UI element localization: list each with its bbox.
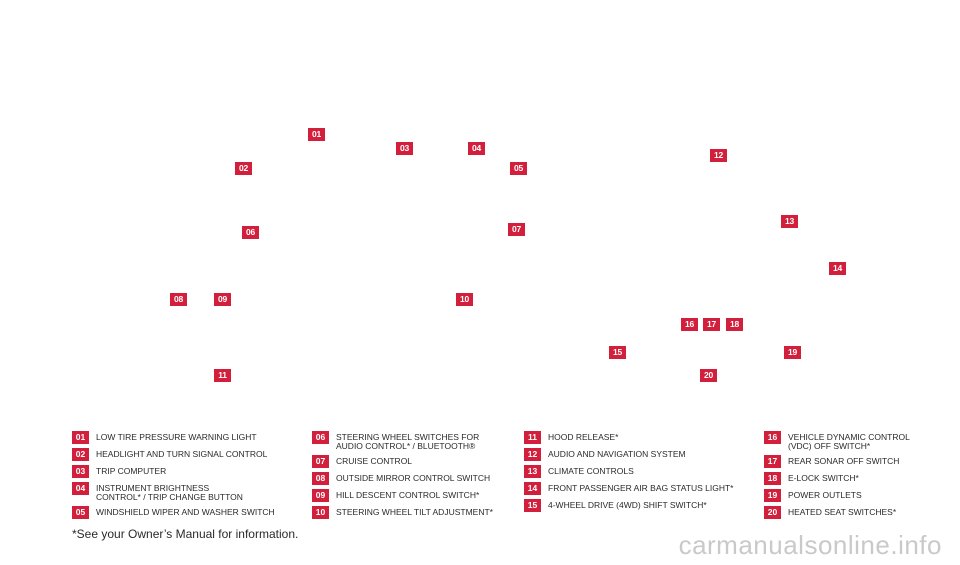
- legend-item: 11 HOOD RELEASE*: [524, 431, 733, 444]
- legend-text: INSTRUMENT BRIGHTNESS CONTROL* / TRIP CH…: [96, 483, 243, 502]
- legend-column-2: 06 STEERING WHEEL SWITCHES FOR AUDIO CONT…: [312, 431, 496, 523]
- legend-item: 19 POWER OUTLETS: [764, 489, 928, 502]
- legend-text: STEERING WHEEL TILT ADJUSTMENT*: [336, 507, 493, 517]
- legend-number: 01: [72, 431, 89, 444]
- legend-item: 07 CRUISE CONTROL: [312, 455, 496, 468]
- callout-05: 05: [510, 162, 527, 175]
- legend-item: 13 CLIMATE CONTROLS: [524, 465, 733, 478]
- legend-item: 08 OUTSIDE MIRROR CONTROL SWITCH: [312, 472, 496, 485]
- callout-20: 20: [700, 369, 717, 382]
- callout-16: 16: [681, 318, 698, 331]
- legend-number: 04: [72, 482, 89, 495]
- legend-number: 06: [312, 431, 329, 444]
- legend-item: 04 INSTRUMENT BRIGHTNESS CONTROL* / TRIP …: [72, 482, 275, 502]
- callout-19: 19: [784, 346, 801, 359]
- legend-text: AUDIO AND NAVIGATION SYSTEM: [548, 449, 686, 459]
- callout-09: 09: [214, 293, 231, 306]
- legend-number: 17: [764, 455, 781, 468]
- legend-number: 18: [764, 472, 781, 485]
- legend-text: HEATED SEAT SWITCHES*: [788, 507, 897, 517]
- legend-number: 16: [764, 431, 781, 444]
- legend-item: 16 VEHICLE DYNAMIC CONTROL (VDC) OFF SWIT…: [764, 431, 928, 451]
- legend-number: 05: [72, 506, 89, 519]
- callout-02: 02: [235, 162, 252, 175]
- callout-11: 11: [214, 369, 231, 382]
- legend-item: 02 HEADLIGHT AND TURN SIGNAL CONTROL: [72, 448, 275, 461]
- callout-08: 08: [170, 293, 187, 306]
- legend-number: 09: [312, 489, 329, 502]
- callout-15: 15: [609, 346, 626, 359]
- callout-06: 06: [242, 226, 259, 239]
- legend-text: VEHICLE DYNAMIC CONTROL (VDC) OFF SWITCH…: [788, 432, 910, 451]
- legend-column-1: 01 LOW TIRE PRESSURE WARNING LIGHT 02 HEAD…: [72, 431, 275, 523]
- callout-04: 04: [468, 142, 485, 155]
- legend-column-3: 11 HOOD RELEASE* 12 AUDIO AND NAVIGATION S…: [524, 431, 733, 516]
- legend-item: 17 REAR SONAR OFF SWITCH: [764, 455, 928, 468]
- legend-text: 4-WHEEL DRIVE (4WD) SHIFT SWITCH*: [548, 500, 707, 510]
- watermark: carmanualsonline.info: [678, 530, 942, 560]
- callout-12: 12: [710, 149, 727, 162]
- legend-text: FRONT PASSENGER AIR BAG STATUS LIGHT*: [548, 483, 734, 493]
- legend-number: 15: [524, 499, 541, 512]
- legend-item: 15 4-WHEEL DRIVE (4WD) SHIFT SWITCH*: [524, 499, 733, 512]
- legend-text: REAR SONAR OFF SWITCH: [788, 456, 900, 466]
- callout-07: 07: [508, 223, 525, 236]
- legend-number: 11: [524, 431, 541, 444]
- legend-number: 02: [72, 448, 89, 461]
- callout-01: 01: [308, 128, 325, 141]
- callout-13: 13: [781, 215, 798, 228]
- legend-number: 13: [524, 465, 541, 478]
- legend-text: CLIMATE CONTROLS: [548, 466, 634, 476]
- legend-number: 14: [524, 482, 541, 495]
- legend-text: OUTSIDE MIRROR CONTROL SWITCH: [336, 473, 491, 483]
- legend-text: E-LOCK SWITCH*: [788, 473, 859, 483]
- legend-text: STEERING WHEEL SWITCHES FOR AUDIO CONTRO…: [336, 432, 480, 451]
- callout-18: 18: [726, 318, 743, 331]
- legend-number: 20: [764, 506, 781, 519]
- legend-item: 18 E-LOCK SWITCH*: [764, 472, 928, 485]
- legend-item: 03 TRIP COMPUTER: [72, 465, 275, 478]
- legend-column-4: 16 VEHICLE DYNAMIC CONTROL (VDC) OFF SWIT…: [764, 431, 928, 523]
- legend-text: POWER OUTLETS: [788, 490, 862, 500]
- legend-item: 12 AUDIO AND NAVIGATION SYSTEM: [524, 448, 733, 461]
- legend-item: 10 STEERING WHEEL TILT ADJUSTMENT*: [312, 506, 496, 519]
- legend-item: 14 FRONT PASSENGER AIR BAG STATUS LIGHT*: [524, 482, 733, 495]
- legend-number: 19: [764, 489, 781, 502]
- legend-text: HILL DESCENT CONTROL SWITCH*: [336, 490, 480, 500]
- legend-text: CRUISE CONTROL: [336, 456, 413, 466]
- legend-item: 05 WINDSHIELD WIPER AND WASHER SWITCH: [72, 506, 275, 519]
- legend-text: LOW TIRE PRESSURE WARNING LIGHT: [96, 432, 257, 442]
- legend-item: 09 HILL DESCENT CONTROL SWITCH*: [312, 489, 496, 502]
- callout-14: 14: [829, 262, 846, 275]
- legend-text: WINDSHIELD WIPER AND WASHER SWITCH: [96, 507, 275, 517]
- legend-item: 06 STEERING WHEEL SWITCHES FOR AUDIO CONT…: [312, 431, 496, 451]
- footnote: *See your Owner’s Manual for information…: [72, 527, 299, 541]
- legend-text: HOOD RELEASE*: [548, 432, 619, 442]
- legend-number: 12: [524, 448, 541, 461]
- legend-number: 10: [312, 506, 329, 519]
- legend-number: 07: [312, 455, 329, 468]
- legend-number: 03: [72, 465, 89, 478]
- legend-text: TRIP COMPUTER: [96, 466, 167, 476]
- callout-10: 10: [456, 293, 473, 306]
- callout-03: 03: [396, 142, 413, 155]
- legend-item: 20 HEATED SEAT SWITCHES*: [764, 506, 928, 519]
- legend-item: 01 LOW TIRE PRESSURE WARNING LIGHT: [72, 431, 275, 444]
- legend-number: 08: [312, 472, 329, 485]
- callout-17: 17: [703, 318, 720, 331]
- legend-text: HEADLIGHT AND TURN SIGNAL CONTROL: [96, 449, 268, 459]
